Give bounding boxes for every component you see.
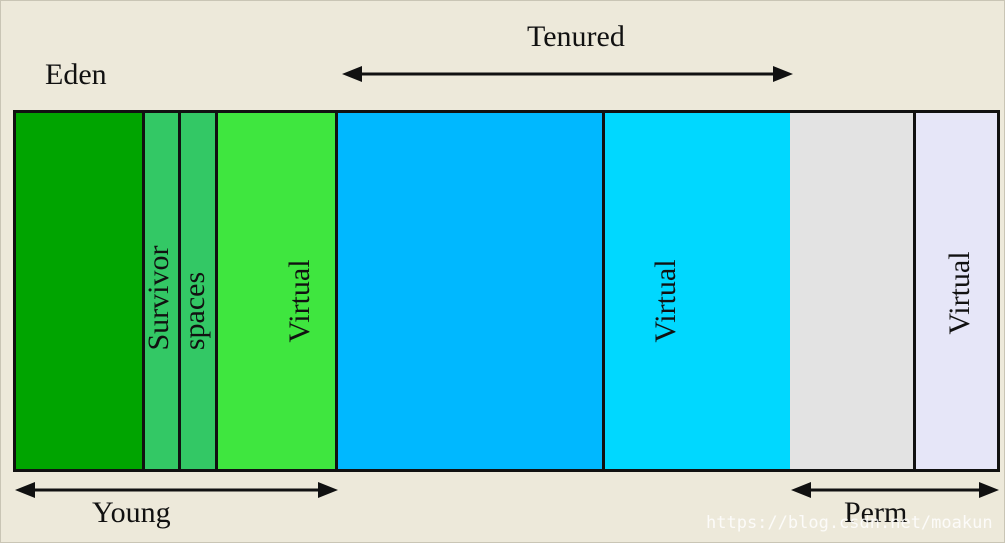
tenured-span-arrow bbox=[342, 66, 793, 82]
eden-space bbox=[16, 113, 142, 469]
divider bbox=[142, 113, 145, 469]
divider bbox=[178, 113, 181, 469]
young-virtual-space bbox=[218, 113, 335, 469]
tenured-virtual-space bbox=[605, 113, 790, 469]
spaces-label: spaces bbox=[178, 271, 211, 351]
young-virtual-label: Virtual bbox=[283, 259, 316, 343]
divider bbox=[215, 113, 218, 469]
perm-virtual-label: Virtual bbox=[943, 251, 976, 335]
heap-outline bbox=[13, 110, 1000, 472]
tenured-virtual-label: Virtual bbox=[649, 259, 682, 343]
tenured-space bbox=[338, 113, 602, 469]
divider bbox=[913, 113, 916, 469]
perm-space bbox=[790, 113, 913, 469]
young-span-arrow bbox=[15, 482, 338, 498]
young-label: Young bbox=[92, 496, 171, 529]
survivor-label: Survivor bbox=[142, 245, 175, 351]
watermark: https://blog.csdn.net/moakun bbox=[706, 513, 993, 533]
tenured-label: Tenured bbox=[527, 20, 625, 53]
divider bbox=[335, 113, 338, 469]
perm-span-arrow bbox=[791, 482, 999, 498]
perm-label: Perm bbox=[844, 496, 908, 529]
eden-label: Eden bbox=[45, 58, 107, 91]
survivor-space-1 bbox=[145, 113, 178, 469]
survivor-space-2 bbox=[181, 113, 215, 469]
perm-virtual-space bbox=[916, 113, 997, 469]
divider bbox=[602, 113, 605, 469]
